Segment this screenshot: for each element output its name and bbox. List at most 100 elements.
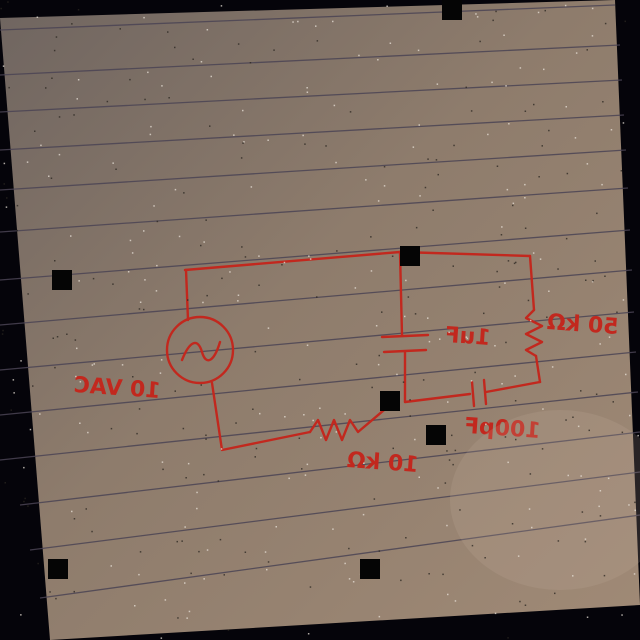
speckle bbox=[428, 340, 431, 343]
speckle bbox=[503, 34, 505, 36]
speckle bbox=[599, 490, 602, 492]
speckle bbox=[607, 477, 610, 480]
speckle bbox=[273, 49, 275, 51]
speckle bbox=[192, 58, 194, 60]
speckle bbox=[184, 526, 186, 528]
speckle bbox=[143, 308, 145, 311]
speckle bbox=[174, 46, 176, 49]
speckle bbox=[608, 336, 611, 338]
speckle bbox=[24, 497, 26, 500]
speckle bbox=[159, 372, 162, 374]
speckle bbox=[533, 103, 535, 106]
speckle bbox=[2, 329, 4, 332]
speckle bbox=[465, 336, 468, 338]
wire-to-capacitor-2 bbox=[403, 392, 472, 404]
speckle bbox=[594, 260, 596, 262]
speckle bbox=[267, 561, 270, 563]
speckle bbox=[428, 573, 430, 575]
speckle bbox=[378, 615, 381, 618]
speckle bbox=[483, 312, 485, 315]
speckle bbox=[358, 54, 360, 57]
speckle bbox=[517, 555, 520, 557]
speckle bbox=[452, 265, 454, 267]
speckle bbox=[409, 415, 411, 417]
left-wire-bottom bbox=[210, 381, 312, 452]
speckle bbox=[242, 142, 244, 144]
speckle bbox=[235, 422, 237, 424]
speckle bbox=[48, 175, 50, 177]
speckle bbox=[512, 204, 514, 207]
speckle bbox=[325, 145, 327, 147]
speckle bbox=[508, 123, 510, 125]
speckle bbox=[281, 264, 283, 266]
speckle bbox=[592, 279, 594, 282]
speckle bbox=[112, 162, 114, 164]
speckle bbox=[349, 111, 352, 113]
speckle bbox=[591, 7, 594, 10]
speckle bbox=[73, 590, 75, 593]
speckle bbox=[507, 461, 509, 464]
speckle bbox=[565, 237, 568, 240]
speckle bbox=[487, 133, 489, 136]
marker-square bbox=[52, 270, 72, 290]
speckle bbox=[370, 236, 372, 238]
speckle bbox=[319, 407, 321, 409]
speckle bbox=[249, 62, 252, 64]
speckle bbox=[150, 125, 152, 128]
speckle bbox=[505, 85, 507, 87]
speckle bbox=[161, 85, 163, 87]
speckle bbox=[155, 290, 158, 292]
speckle bbox=[479, 40, 481, 43]
speckle bbox=[446, 524, 448, 527]
speckle bbox=[20, 614, 22, 616]
speckle bbox=[315, 25, 317, 27]
speckle bbox=[23, 466, 25, 469]
speckle bbox=[419, 195, 421, 197]
speckle bbox=[49, 591, 51, 593]
speckle bbox=[106, 100, 109, 103]
speckle bbox=[26, 161, 29, 163]
speckle bbox=[304, 474, 307, 476]
capacitor-1-plate-top bbox=[380, 333, 430, 339]
speckle bbox=[475, 13, 477, 15]
speckle bbox=[574, 137, 577, 139]
speckle bbox=[567, 474, 569, 477]
speckle bbox=[470, 380, 473, 382]
speckle bbox=[529, 473, 532, 475]
speckle bbox=[348, 578, 351, 580]
speckle bbox=[53, 49, 56, 52]
speckle bbox=[233, 134, 235, 136]
speckle bbox=[454, 600, 457, 602]
speckle bbox=[143, 16, 145, 19]
speckle bbox=[37, 562, 39, 565]
speckle bbox=[297, 20, 299, 23]
wire-from-capacitor-2 bbox=[484, 380, 542, 394]
speckle bbox=[221, 277, 223, 280]
speckle bbox=[435, 159, 438, 161]
speckle bbox=[504, 436, 507, 438]
speckle bbox=[344, 562, 346, 565]
speckle bbox=[160, 359, 163, 361]
speckle bbox=[205, 434, 207, 436]
speckle bbox=[495, 10, 497, 13]
speckle bbox=[56, 336, 59, 338]
speckle bbox=[85, 508, 87, 510]
speckle bbox=[132, 376, 134, 378]
speckle bbox=[283, 261, 286, 264]
speckle bbox=[511, 523, 514, 525]
right-wire-top bbox=[528, 254, 536, 312]
speckle bbox=[446, 450, 448, 452]
speckle bbox=[437, 487, 439, 489]
speckle bbox=[2, 65, 5, 67]
speckle bbox=[306, 91, 309, 93]
speckle bbox=[485, 423, 487, 425]
speckle bbox=[541, 145, 543, 147]
speckle bbox=[591, 280, 594, 283]
speckle bbox=[138, 573, 140, 576]
speckle bbox=[352, 581, 355, 583]
speckle bbox=[448, 459, 451, 461]
speckle bbox=[73, 114, 75, 116]
speckle bbox=[298, 437, 301, 439]
speckle bbox=[588, 429, 590, 432]
speckle bbox=[167, 31, 169, 33]
